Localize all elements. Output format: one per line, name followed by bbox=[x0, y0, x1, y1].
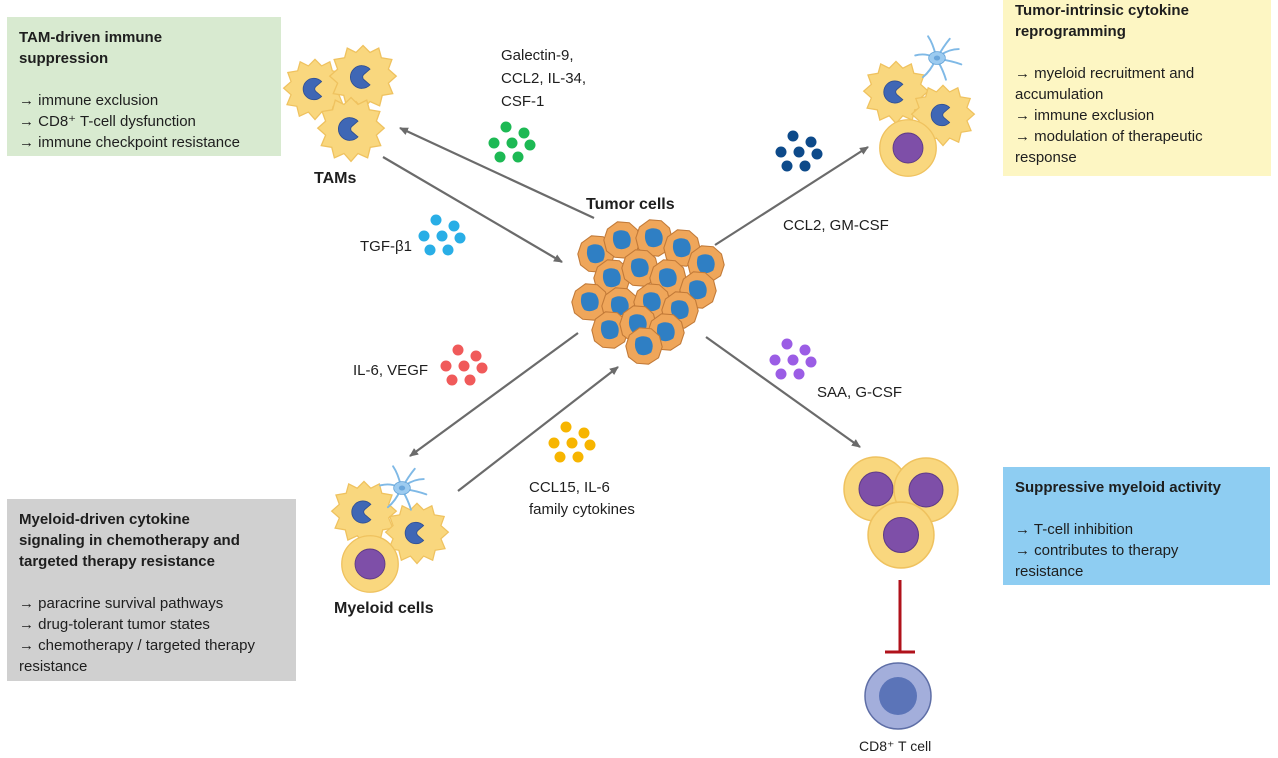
box-item: → immune exclusion bbox=[19, 92, 159, 109]
box-title: Suppressive myeloid activity bbox=[1015, 479, 1221, 496]
tgf-dot bbox=[424, 244, 436, 256]
il6-vegf-dot bbox=[476, 362, 488, 374]
galectin-dot bbox=[488, 137, 500, 149]
galectin-dot bbox=[524, 139, 536, 151]
saa-gcsf-dot bbox=[805, 356, 817, 368]
saa-gcsf-dot bbox=[769, 354, 781, 366]
ccl15-dot bbox=[572, 451, 584, 463]
box-title: Tumor-intrinsic cytokine bbox=[1015, 2, 1189, 19]
ccl15-label: family cytokines bbox=[529, 501, 635, 518]
myeloid-driven-box: Myeloid-driven cytokine signaling in che… bbox=[7, 499, 296, 681]
tgf-label: TGF-β1 bbox=[360, 238, 412, 255]
box-item: resistance bbox=[1015, 563, 1084, 580]
saa-gcsf-dot bbox=[787, 354, 799, 366]
ccl15-dot bbox=[584, 439, 596, 451]
saa-gcsf-dot bbox=[775, 368, 787, 380]
tgf-dot bbox=[418, 230, 430, 242]
cd8-t-cell-nucleus bbox=[879, 677, 917, 715]
tgf-dot bbox=[442, 244, 454, 256]
galectin-label: CCL2, IL-34, bbox=[501, 70, 587, 87]
ccl2-gmcsf-dot bbox=[781, 160, 793, 172]
galectin-dot bbox=[494, 151, 506, 163]
box-item: → T-cell inhibition bbox=[1015, 521, 1134, 538]
il6-vegf-dot bbox=[458, 360, 470, 372]
galectin-dot bbox=[500, 121, 512, 133]
tam-cell bbox=[331, 480, 397, 545]
ccl15-dot bbox=[566, 437, 578, 449]
myeloid-cell bbox=[341, 535, 399, 593]
saa-gcsf-dot bbox=[781, 338, 793, 350]
box-item: response bbox=[1015, 149, 1077, 166]
arrow-tumor-to-tams bbox=[399, 127, 595, 219]
tumor-cells-label: Tumor cells bbox=[586, 196, 675, 213]
box-item: resistance bbox=[19, 658, 88, 675]
arrows-layer bbox=[382, 127, 915, 654]
box-item: → CD8⁺ T-cell dysfunction bbox=[19, 113, 196, 130]
box-title: Myeloid-driven cytokine bbox=[19, 511, 190, 528]
box-title: signaling in chemotherapy and bbox=[19, 532, 240, 549]
tumor-intrinsic-box: Tumor-intrinsic cytokine reprogramming →… bbox=[1003, 0, 1271, 176]
ccl15-dot bbox=[548, 437, 560, 449]
box-title: targeted therapy resistance bbox=[19, 553, 215, 570]
galectin-dot bbox=[512, 151, 524, 163]
il6-vegf-label: IL-6, VEGF bbox=[353, 362, 429, 379]
galectin-label: Galectin-9, bbox=[501, 47, 574, 64]
arrow-tumor-to-myeloid bbox=[409, 332, 579, 457]
tumor-cell bbox=[625, 327, 663, 365]
tams-label: TAMs bbox=[314, 170, 357, 187]
box-item: accumulation bbox=[1015, 86, 1104, 103]
galectin-dot bbox=[518, 127, 530, 139]
arrow-tumor-to-recruited-myeloid bbox=[714, 146, 869, 246]
box-item: → chemotherapy / targeted therapy bbox=[19, 637, 255, 654]
box-item: → immune exclusion bbox=[1015, 107, 1155, 124]
il6-vegf-dot bbox=[440, 360, 452, 372]
suppressive-myeloid-cell bbox=[867, 501, 935, 569]
saa-gcsf-dot bbox=[793, 368, 805, 380]
arrow-tumor-to-suppressive-myeloid bbox=[705, 336, 861, 448]
box-title: reprogramming bbox=[1015, 23, 1126, 40]
arrow-myeloid-to-tumor bbox=[457, 366, 619, 492]
tgf-dot bbox=[448, 220, 460, 232]
ccl2-gmcsf-dot bbox=[811, 148, 823, 160]
ccl2-gmcsf-dot bbox=[793, 146, 805, 158]
ccl2-gmcsf-label: CCL2, GM-CSF bbox=[783, 217, 889, 234]
cd8-t-cell-label: CD8⁺ T cell bbox=[859, 738, 932, 754]
il6-vegf-dot bbox=[464, 374, 476, 386]
box-item: → myeloid recruitment and bbox=[1015, 65, 1195, 82]
ccl15-dot bbox=[560, 421, 572, 433]
tam-suppression-box: TAM-driven immune suppression → immune e… bbox=[7, 17, 281, 156]
tgf-dot bbox=[436, 230, 448, 242]
box-item: → drug-tolerant tumor states bbox=[19, 616, 210, 633]
myeloid-cells-label: Myeloid cells bbox=[334, 600, 434, 617]
il6-vegf-dot bbox=[446, 374, 458, 386]
cytokine-dots-layer bbox=[418, 121, 823, 463]
box-item: → paracrine survival pathways bbox=[19, 595, 224, 612]
galectin-label: CSF-1 bbox=[501, 93, 545, 110]
ccl15-label: CCL15, IL-6 bbox=[529, 479, 610, 496]
box-item: → contributes to therapy bbox=[1015, 542, 1179, 559]
il6-vegf-dot bbox=[470, 350, 482, 362]
box-item: → modulation of therapeutic bbox=[1015, 128, 1203, 145]
tgf-dot bbox=[454, 232, 466, 244]
cells-layer bbox=[283, 35, 975, 730]
il6-vegf-dot bbox=[452, 344, 464, 356]
ccl2-gmcsf-dot bbox=[805, 136, 817, 148]
suppressive-myeloid-box: Suppressive myeloid activity → T-cell in… bbox=[1003, 467, 1270, 585]
ccl15-dot bbox=[554, 451, 566, 463]
ccl2-gmcsf-dot bbox=[799, 160, 811, 172]
box-item: → immune checkpoint resistance bbox=[19, 134, 240, 151]
galectin-dot bbox=[506, 137, 518, 149]
tgf-dot bbox=[430, 214, 442, 226]
ccl15-dot bbox=[578, 427, 590, 439]
arrow-tams-to-tumor bbox=[382, 156, 563, 263]
dendritic-cell bbox=[914, 35, 963, 81]
saa-gcsf-label: SAA, G-CSF bbox=[817, 384, 903, 401]
saa-gcsf-dot bbox=[799, 344, 811, 356]
box-title: TAM-driven immune bbox=[19, 29, 163, 46]
box-title: suppression bbox=[19, 50, 109, 67]
ccl2-gmcsf-dot bbox=[787, 130, 799, 142]
myeloid-cell bbox=[879, 119, 937, 177]
ccl2-gmcsf-dot bbox=[775, 146, 787, 158]
